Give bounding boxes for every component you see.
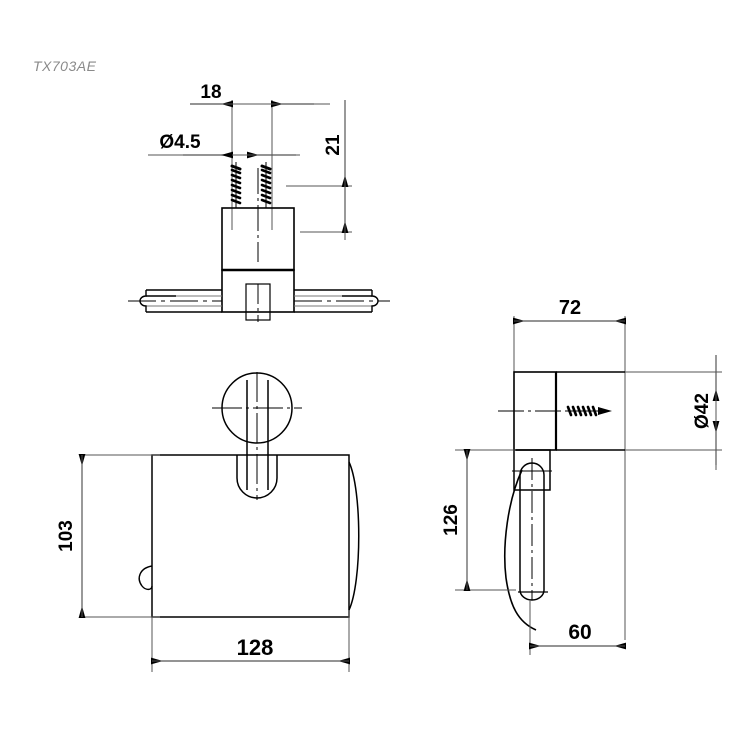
dim-text-128: 128 bbox=[237, 635, 274, 660]
dim-text-hole-diameter: Ø4.5 bbox=[159, 132, 201, 153]
dim-text-post-diameter: Ø42 bbox=[692, 393, 713, 429]
mounting-screw-left bbox=[230, 162, 242, 208]
part-number-label: TX703AE bbox=[33, 58, 97, 74]
top-mounting-detail-view: 18 Ø4.5 21 bbox=[128, 82, 390, 322]
dim-text-60: 60 bbox=[568, 621, 591, 644]
cover-left-tab bbox=[138, 565, 153, 591]
cover-plate bbox=[151, 454, 350, 618]
wall-screw bbox=[566, 405, 612, 417]
dim-text-72: 72 bbox=[559, 297, 581, 319]
side-elevation-view: 72 Ø42 bbox=[441, 297, 722, 655]
dim-text-103: 103 bbox=[56, 520, 77, 552]
mounting-screw-right bbox=[260, 162, 272, 208]
cover-right-edge-curve bbox=[348, 461, 360, 611]
cover-flap-profile bbox=[503, 469, 537, 631]
hanging-rod bbox=[519, 462, 545, 601]
dim-text-18: 18 bbox=[200, 82, 221, 103]
front-elevation-view: 103 128 bbox=[56, 372, 360, 672]
dim-text-21: 21 bbox=[323, 134, 344, 156]
dim-text-126: 126 bbox=[441, 504, 462, 536]
stem-notch bbox=[236, 455, 278, 499]
